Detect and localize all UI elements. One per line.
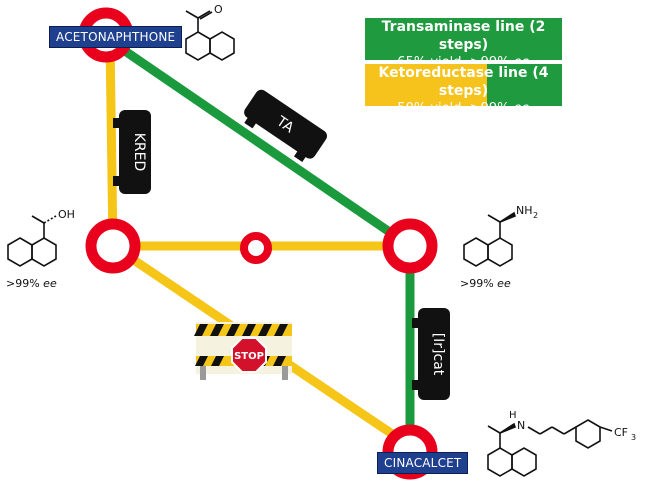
ircat-car-body [418, 308, 450, 400]
cinacalcet-n-label: N [517, 419, 525, 432]
ta-vehicle: TA [244, 89, 327, 162]
alcohol-oh-label: OH [58, 208, 75, 221]
cinacalcet-structure: H N CF 3 [487, 410, 636, 477]
kred-car-body [119, 110, 151, 194]
legend-ketoreductase-sub: 50% yield, >99% ee [397, 101, 530, 116]
amine-subscript: 2 [533, 211, 538, 220]
station-sign-acetonaphthone: ACETONAPHTHONE [49, 26, 183, 48]
ketone-oxygen-label: O [214, 3, 223, 16]
station-ring-intermediate[interactable] [240, 232, 272, 264]
roadblock-leg [200, 366, 206, 380]
roadblock: STOP [194, 322, 292, 380]
kred-vehicle: KRED [113, 110, 151, 194]
station-ring-alcohol[interactable] [85, 218, 141, 274]
stop-sign-icon [231, 337, 267, 373]
kred-label: KRED [131, 133, 147, 172]
cinacalcet-h-label: H [509, 410, 517, 421]
amine-ee-note: >99% ee [460, 277, 511, 290]
green-line-segment-top [103, 34, 413, 250]
roadblock-stripes-top [194, 324, 292, 336]
legend-ketoreductase: Ketoreductase line (4 steps) 50% yield, … [365, 64, 562, 116]
ta-wheel [244, 116, 258, 129]
ircat-label: [Ir]cat [430, 333, 446, 376]
legend-ketoreductase-title: Ketoreductase line (4 steps) [378, 65, 549, 99]
roadblock-leg [282, 366, 288, 380]
ta-car-body [244, 89, 327, 159]
kred-wheel [113, 118, 121, 128]
stop-sign-label: STOP [234, 351, 264, 362]
alcohol-structure: OH [7, 208, 75, 267]
station-ring-amine[interactable] [382, 218, 438, 274]
legend-transaminase-title: Transaminase line (2 steps) [381, 19, 546, 53]
ircat-wheel [412, 380, 420, 390]
acetonaphthone-structure: O [185, 3, 235, 61]
station-sign-cinacalcet: CINACALCET [377, 452, 469, 474]
yellow-line-segment-left [105, 39, 118, 247]
ta-wheel [293, 149, 307, 162]
legend-transaminase: Transaminase line (2 steps) 65% yield, >… [365, 18, 562, 70]
amine-nh-label: NH [516, 204, 533, 217]
cinacalcet-cf-label: CF [614, 426, 628, 439]
cinacalcet-subscript: 3 [631, 433, 636, 442]
transaminase-line [103, 34, 415, 446]
ircat-wheel [412, 318, 420, 328]
amine-structure: NH 2 [463, 204, 538, 267]
kred-wheel [113, 176, 121, 186]
alcohol-ee-note: >99% ee [6, 277, 57, 290]
ircat-vehicle: [Ir]cat [412, 308, 450, 400]
